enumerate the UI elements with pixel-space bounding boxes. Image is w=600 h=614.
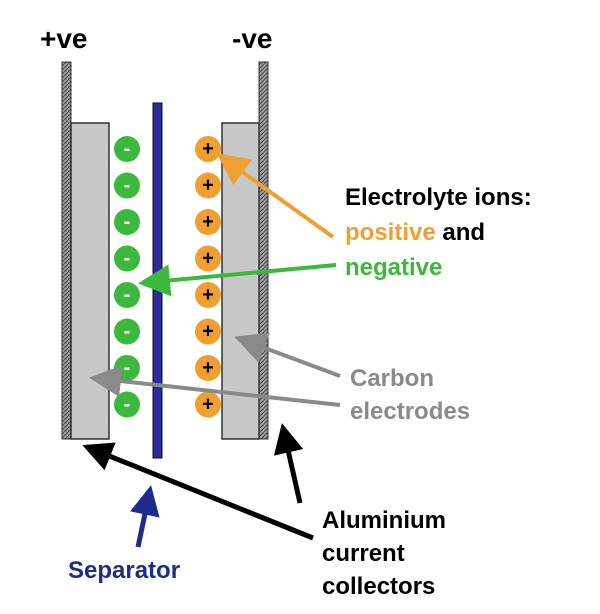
positive-ion: + [195, 318, 221, 345]
positive-word: positive [345, 219, 436, 246]
positive-ion: + [195, 172, 221, 199]
positive-ion: + [195, 209, 221, 235]
negative-ion-sign: - [124, 394, 131, 416]
positive-ion-circle [195, 391, 221, 418]
right-electrode-arrow [234, 332, 341, 378]
positive-ion: + [195, 282, 221, 308]
negative-ion-circle [114, 172, 140, 199]
negative-ion: - [114, 318, 140, 345]
positive-ion-sign: + [202, 211, 214, 233]
positive-ion-sign: + [202, 248, 214, 270]
negative-ion: - [114, 136, 140, 162]
left-electrode-arrow [89, 365, 341, 407]
positive-ion-circle [195, 245, 221, 272]
positive-ion: + [195, 355, 221, 381]
negative-ion-arrow [138, 263, 337, 297]
collectors-label-line1: Aluminium [322, 507, 446, 534]
positive-ion: + [195, 136, 221, 162]
negative-ion-circle [114, 318, 140, 345]
positive-terminal-label: +ve [40, 23, 88, 54]
negative-word: negative [345, 254, 442, 281]
positive-ion-circle [195, 282, 221, 308]
negative-ion-circle [114, 282, 140, 308]
positive-ion-circle [195, 172, 221, 199]
negative-ion-sign: - [124, 357, 131, 379]
negative-ion: - [114, 355, 140, 381]
negative-ion: - [114, 172, 140, 199]
negative-ion: - [114, 245, 140, 272]
left-collector-arrow [82, 442, 314, 541]
positive-ion-sign: + [202, 321, 214, 343]
negative-ions-column: - - - - - - - - [114, 136, 140, 418]
negative-ion-circle [114, 391, 140, 418]
right-collector-arrow [273, 423, 304, 504]
positive-ion-circle [195, 355, 221, 381]
positive-ions-column: + + + + + + + + [195, 136, 221, 418]
right-current-collector [258, 61, 269, 440]
negative-terminal-label: -ve [232, 23, 272, 54]
positive-ion-sign: + [202, 394, 214, 416]
positive-ion-sign: + [202, 175, 214, 197]
collectors-label-line3: collectors [322, 573, 435, 600]
positive-ion-sign: + [202, 284, 214, 306]
negative-ion-sign: - [124, 284, 131, 306]
positive-ion-circle [195, 209, 221, 235]
negative-ion-sign: - [124, 321, 131, 343]
positive-ion-arrow [216, 153, 335, 239]
positive-ion-sign: + [202, 357, 214, 379]
negative-ion-sign: - [124, 211, 131, 233]
carbon-label-line2: electrodes [350, 398, 470, 425]
separator-arrow [130, 485, 160, 548]
carbon-label-line1: Carbon [350, 365, 434, 392]
electrolyte-title: Electrolyte ions: [345, 184, 532, 211]
positive-ion-circle [195, 136, 221, 162]
positive-ion-circle [195, 318, 221, 345]
separator-label: Separator [68, 557, 180, 584]
electrolyte-line2: positive and [345, 219, 485, 246]
negative-ion: - [114, 209, 140, 235]
positive-ion-sign: + [202, 138, 214, 160]
and-word: and [436, 219, 485, 246]
negative-ion-sign: - [124, 138, 131, 160]
left-carbon-electrode [70, 122, 110, 440]
negative-ion: - [114, 391, 140, 418]
collectors-label-line2: current [322, 540, 405, 567]
negative-ion-circle [114, 209, 140, 235]
negative-ion: - [114, 282, 140, 308]
negative-ion-sign: - [124, 175, 131, 197]
positive-ion: + [195, 245, 221, 272]
negative-ion-circle [114, 245, 140, 272]
positive-ion: + [195, 391, 221, 418]
left-current-collector [61, 61, 72, 440]
negative-ion-sign: - [124, 248, 131, 270]
negative-ion-circle [114, 136, 140, 162]
